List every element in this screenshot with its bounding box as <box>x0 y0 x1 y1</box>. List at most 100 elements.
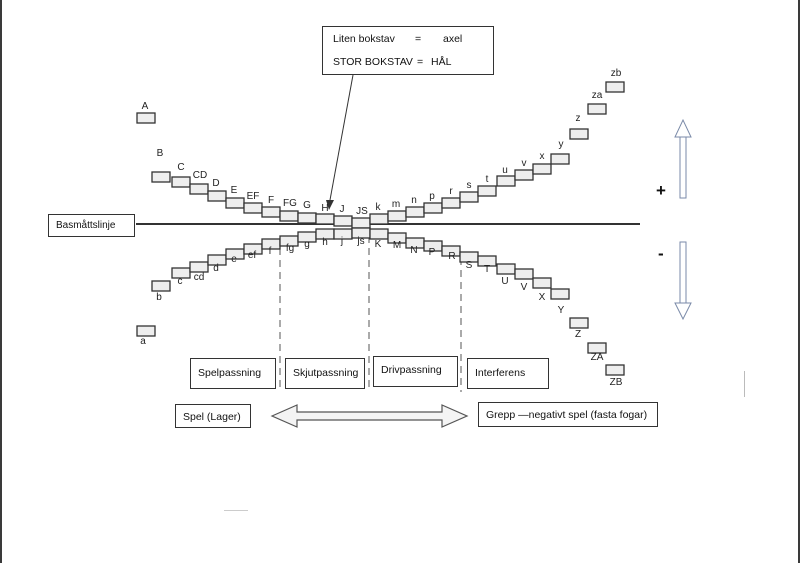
zone-letter-js: js <box>356 236 364 247</box>
zone-letter-u: u <box>502 165 508 176</box>
zone-letter-d: d <box>213 263 219 274</box>
zone-letter-c: c <box>178 276 183 287</box>
minus-sign: - <box>658 244 664 263</box>
zone-letter-N: N <box>410 245 417 256</box>
legend-key-uppercase: STOR BOKSTAV <box>333 56 413 68</box>
legend-value-shaft: axel <box>443 33 463 45</box>
tolerance-zone-za <box>587 103 607 115</box>
zone-letter-Y: Y <box>558 305 565 316</box>
zone-letter-P: P <box>429 247 436 258</box>
zone-letter-j: j <box>340 236 343 247</box>
zone-letter-E: E <box>231 185 238 196</box>
zone-letter-U: U <box>501 276 508 287</box>
fit-type-transition-drive: Drivpassning <box>373 356 458 387</box>
legend-row-hole: STOR BOKSTAV = HÅL <box>333 56 493 79</box>
basis-line-label: Basmåttslinje <box>48 214 135 237</box>
zone-letter-EF: EF <box>247 191 260 202</box>
double-arrow-icon <box>270 404 469 428</box>
tolerance-zone-C <box>171 176 191 188</box>
range-right-label: Grepp —negativt spel (fasta fogar) <box>478 402 658 427</box>
pointer-arrow-head-icon <box>326 200 334 210</box>
zone-letter-FG: FG <box>283 198 297 209</box>
zone-letter-r: r <box>449 186 453 197</box>
tolerance-zone-A <box>136 112 156 124</box>
zone-letter-p: p <box>429 191 435 202</box>
range-left-label: Spel (Lager) <box>175 404 251 428</box>
pointer-arrow-line <box>329 74 354 201</box>
zone-letter-J: J <box>340 204 345 215</box>
tolerance-zone-v <box>514 169 534 181</box>
zone-letter-f: f <box>269 246 272 257</box>
zone-letter-B: B <box>157 148 164 159</box>
tolerance-zone-R <box>441 245 461 257</box>
tolerance-zone-T <box>477 255 497 267</box>
zone-letter-M: M <box>393 240 401 251</box>
zone-letter-F: F <box>268 195 274 206</box>
zone-letter-e: e <box>231 254 237 265</box>
tolerance-zone-b <box>151 280 171 292</box>
zone-letter-ef: ef <box>248 250 257 261</box>
zone-letter-Z: Z <box>575 329 581 340</box>
zone-letter-cd: cd <box>194 272 205 283</box>
fit-type-clearance: Spelpassning <box>190 358 276 389</box>
zone-letter-C: C <box>177 162 184 173</box>
zone-letter-V: V <box>521 282 528 293</box>
tolerance-zone-p <box>423 202 443 214</box>
tolerance-zone-J <box>333 215 353 227</box>
fit-type-transition-slide: Skjutpassning <box>285 358 365 389</box>
zone-letter-k: k <box>376 202 382 213</box>
tolerance-zone-d <box>207 254 227 266</box>
tolerance-zone-a <box>136 325 156 337</box>
tolerance-zone-K <box>369 228 389 240</box>
plus-sign: + <box>656 181 666 200</box>
zone-letter-a: a <box>140 336 146 347</box>
tolerance-zone-ZB <box>605 364 625 376</box>
zone-letter-fg: fg <box>286 243 294 254</box>
tolerance-zone-ZA <box>587 342 607 354</box>
scan-artifact-mark <box>744 371 745 397</box>
tolerance-zone-m <box>387 210 407 222</box>
zone-letter-CD: CD <box>193 170 207 181</box>
tolerance-zone-y <box>550 153 570 165</box>
zone-letter-ZB: ZB <box>610 377 623 388</box>
legend-key-lowercase: Liten bokstav <box>333 33 395 45</box>
zone-letter-ZA: ZA <box>591 352 604 363</box>
zone-letter-g: g <box>304 239 310 250</box>
legend-eq: = <box>417 56 424 68</box>
zone-letter-t: t <box>486 174 489 185</box>
tolerance-zone-B <box>151 171 171 183</box>
zone-letter-H: H <box>321 203 328 214</box>
tolerance-zone-H <box>315 213 335 225</box>
zone-letter-R: R <box>448 251 455 262</box>
tolerance-zone-r <box>441 197 461 209</box>
zone-letter-s: s <box>467 180 472 191</box>
zone-letter-n: n <box>411 195 417 206</box>
tolerance-zone-F <box>261 206 281 218</box>
tolerance-zone-U <box>496 263 516 275</box>
zone-letter-z: z <box>576 113 581 124</box>
tolerance-zone-t <box>477 185 497 197</box>
tolerance-zone-zb <box>605 81 625 93</box>
zone-letter-m: m <box>392 199 400 210</box>
tolerance-zone-Y <box>550 288 570 300</box>
zone-letter-S: S <box>466 260 473 271</box>
tolerance-zone-E <box>225 197 245 209</box>
zone-letter-JS: JS <box>356 206 368 217</box>
zone-letter-D: D <box>212 178 219 189</box>
tolerance-zone-V <box>514 268 534 280</box>
zone-letter-x: x <box>540 151 545 162</box>
zone-letter-K: K <box>375 239 382 250</box>
zone-letter-A: A <box>142 101 149 112</box>
arrow-down-icon <box>674 241 692 321</box>
zone-letter-v: v <box>522 158 527 169</box>
tolerance-zone-G <box>297 212 317 224</box>
arrow-up-icon <box>674 118 692 199</box>
tolerance-zone-cd <box>189 261 209 273</box>
tolerance-zone-k <box>369 213 389 225</box>
legend-value-hole: HÅL <box>431 56 452 68</box>
zone-letter-h: h <box>322 237 328 248</box>
zone-letter-zb: zb <box>611 68 622 79</box>
zone-letter-X: X <box>539 292 546 303</box>
tolerance-zone-FG <box>279 210 299 222</box>
